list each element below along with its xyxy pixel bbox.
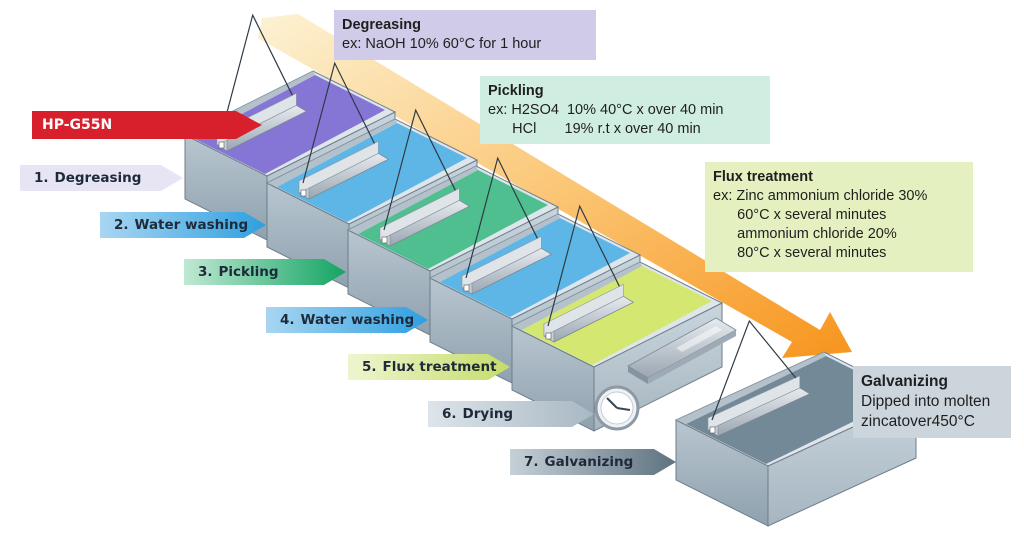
step-label: Water washing bbox=[134, 217, 249, 233]
step-label: Water washing bbox=[300, 312, 415, 328]
hanging-wire-icon bbox=[465, 156, 538, 279]
step-number: 6. bbox=[442, 406, 457, 422]
step-6-drying: 6. Drying bbox=[428, 401, 594, 427]
step-7-galvanizing: 7. Galvanizing bbox=[510, 449, 676, 475]
info-line: zincatover450°C bbox=[861, 413, 975, 430]
info-title: Pickling bbox=[488, 83, 544, 99]
info-line: Dipped into molten bbox=[861, 393, 991, 410]
step-1-degreasing: 1. Degreasing bbox=[20, 165, 183, 191]
info-title: Degreasing bbox=[342, 17, 421, 33]
steel-beam-icon bbox=[627, 317, 737, 384]
info-line: ex: NaOH 10% 60°C for 1 hour bbox=[342, 36, 542, 52]
pickling-info-box: Pickling ex: H2SO4 10% 40°C x over 40 mi… bbox=[480, 76, 770, 144]
steel-beam-icon bbox=[543, 283, 635, 343]
step-2-water-washing: 2. Water washing bbox=[100, 212, 266, 238]
degreasing-info-box: Degreasing ex: NaOH 10% 60°C for 1 hour bbox=[334, 10, 596, 60]
step-label: Drying bbox=[462, 406, 514, 422]
step-number: 4. bbox=[280, 312, 295, 328]
steel-beam-icon bbox=[707, 375, 811, 437]
flux-treatment-info-box: Flux treatment ex: Zinc ammonium chlorid… bbox=[705, 162, 973, 272]
hanging-wire-icon bbox=[547, 204, 620, 327]
hanging-wire-icon bbox=[220, 13, 293, 136]
info-line: HCl 19% r.t x over 40 min bbox=[488, 121, 701, 137]
step-number: 1. bbox=[34, 170, 49, 186]
step-label: Pickling bbox=[218, 264, 279, 280]
info-line: ammonium chloride 20% bbox=[713, 226, 897, 242]
step-number: 7. bbox=[524, 454, 539, 470]
clock-icon bbox=[594, 385, 640, 431]
info-title: Galvanizing bbox=[861, 373, 948, 390]
step-number: 5. bbox=[362, 359, 377, 375]
info-title: Flux treatment bbox=[713, 169, 813, 185]
step-5-flux-treatment: 5. Flux treatment bbox=[348, 354, 510, 380]
step-label: Galvanizing bbox=[544, 454, 634, 470]
step-3-pickling: 3. Pickling bbox=[184, 259, 346, 285]
step-label: Degreasing bbox=[54, 170, 142, 186]
galvanizing-info-box: Galvanizing Dipped into molten zincatove… bbox=[853, 366, 1011, 438]
info-line: 80°C x several minutes bbox=[713, 245, 887, 261]
hanging-wire-icon bbox=[302, 61, 375, 184]
process-flow-arrow bbox=[258, 14, 852, 358]
steel-beam-icon bbox=[379, 187, 471, 247]
steel-beam-icon bbox=[298, 140, 390, 200]
step-number: 3. bbox=[198, 264, 213, 280]
info-line: 60°C x several minutes bbox=[713, 207, 887, 223]
step-label: Flux treatment bbox=[382, 359, 497, 375]
step-4-water-washing: 4. Water washing bbox=[266, 307, 428, 333]
hanging-wire-icon bbox=[383, 108, 456, 231]
info-line: ex: H2SO4 10% 40°C x over 40 min bbox=[488, 102, 724, 118]
steel-beam-icon bbox=[461, 235, 553, 295]
hanging-wire-icon bbox=[711, 319, 797, 421]
step-number: 2. bbox=[114, 217, 129, 233]
info-line: ex: Zinc ammonium chloride 30% bbox=[713, 188, 928, 204]
product-arrow: HP-G55N bbox=[32, 111, 262, 139]
